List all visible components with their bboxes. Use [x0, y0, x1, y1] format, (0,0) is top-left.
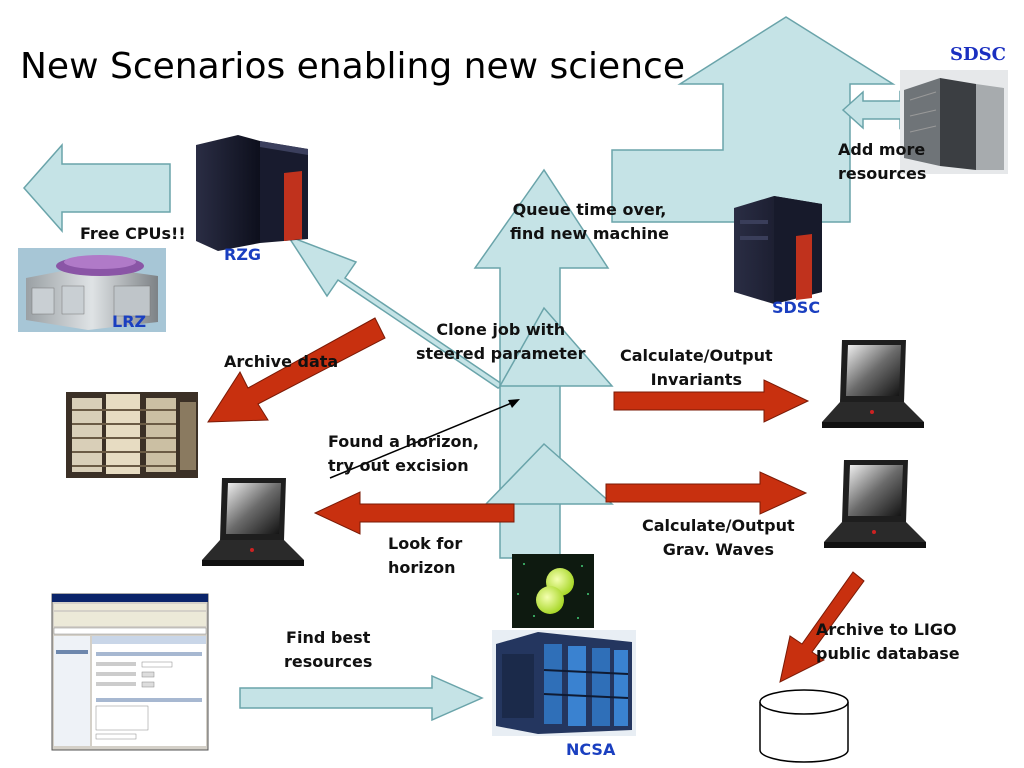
- calc-waves-label: Calculate/Output Grav. Waves: [642, 516, 795, 559]
- migrate-to-rzg-arrow: [286, 234, 507, 389]
- look-horizon-label: Look for horizon: [388, 534, 463, 577]
- lrz-supercomputer-icon: [18, 248, 166, 332]
- clone-job-label: Clone job with steered parameter: [416, 320, 586, 363]
- web-portal-screenshot-icon: [51, 593, 209, 751]
- free-cpus-label: Free CPUs!!: [80, 224, 186, 243]
- rzg-label: RZG: [224, 245, 262, 264]
- laptop-invariants-icon: [822, 340, 924, 428]
- ncsa-label: NCSA: [566, 740, 616, 759]
- tape-library-icon: [66, 392, 198, 478]
- sdsc-mid-label: SDSC: [772, 298, 821, 317]
- sdsc-supercomputer-icon: [734, 196, 822, 304]
- found-horizon-label: Found a horizon, try out excision: [328, 432, 479, 475]
- move-to-sdsc-arrow: [611, 16, 896, 223]
- find-resources-label: Find best resources: [284, 628, 373, 671]
- laptop-horizon-icon: [202, 478, 304, 566]
- archive-data-label: Archive data: [224, 352, 339, 371]
- sdsc-top-label: SDSC: [950, 44, 1006, 65]
- look-for-horizon-arrow: [313, 491, 515, 535]
- archive-ligo-arrow: [779, 571, 865, 683]
- calc-invariants-label: Calculate/Output Invariants: [620, 346, 773, 389]
- add-resources-label: Add more resources: [838, 140, 927, 183]
- excision-pointer-line: [329, 399, 520, 479]
- find-resources-arrow: [239, 674, 484, 722]
- database-cylinder-icon: [759, 689, 849, 763]
- output-waves-arrow: [605, 471, 808, 515]
- lrz-label: LRZ: [112, 312, 147, 331]
- archive-ligo-label: Archive to LIGO public database: [816, 620, 960, 663]
- archive-data-arrow: [207, 317, 386, 423]
- main-timeline-arrow: [473, 168, 614, 559]
- laptop-waves-icon: [824, 460, 926, 548]
- black-hole-simulation-icon: [512, 554, 594, 628]
- output-invariants-arrow: [613, 379, 810, 423]
- sdsc-cluster-icon: [900, 70, 1008, 174]
- queue-time-label: Queue time over, find new machine: [510, 200, 669, 243]
- slide-title: New Scenarios enabling new science: [20, 46, 685, 87]
- rzg-supercomputer-icon: [196, 135, 308, 251]
- ncsa-supercomputer-icon: [492, 630, 636, 736]
- migrate-to-lrz-arrow: [22, 143, 171, 233]
